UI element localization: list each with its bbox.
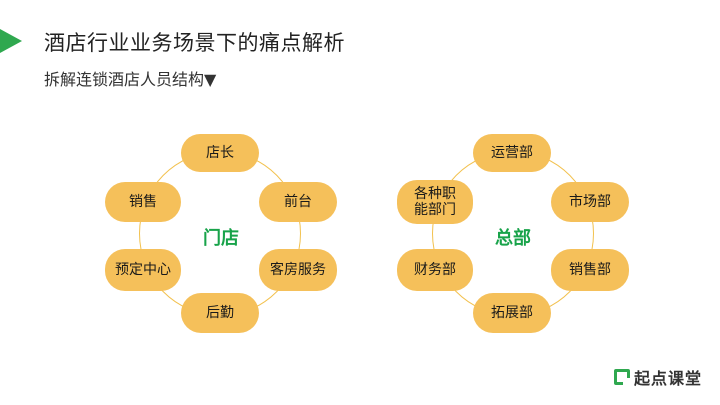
store-node-bottom-left: 预定中心 [105, 249, 181, 291]
hq-node-top-right: 市场部 [551, 182, 629, 222]
store-node-top: 店长 [181, 134, 259, 172]
store-center-label: 门店 [203, 228, 239, 249]
store-node-bottom-right: 客房服务 [259, 249, 337, 291]
brand-logo-text: 起点课堂 [633, 369, 702, 388]
brand-logo: 起点课堂 [613, 365, 702, 389]
q-logo-icon [613, 369, 630, 385]
store-node-bottom: 后勤 [181, 293, 259, 333]
page-title: 酒店行业业务场景下的痛点解析 [44, 31, 345, 55]
hq-node-bottom: 拓展部 [473, 293, 551, 333]
store-node-top-left: 销售 [105, 182, 181, 222]
hq-node-bottom-right: 销售部 [551, 249, 629, 291]
title-arrow-icon [0, 29, 22, 53]
hq-node-bottom-left: 财务部 [397, 249, 473, 291]
hq-node-top: 运营部 [473, 134, 551, 172]
hq-center-label: 总部 [495, 228, 531, 249]
page-subtitle: 拆解连锁酒店人员结构▼ [44, 70, 217, 89]
hq-node-top-left: 各种职能部门 [397, 180, 473, 224]
store-node-top-right: 前台 [259, 182, 337, 222]
